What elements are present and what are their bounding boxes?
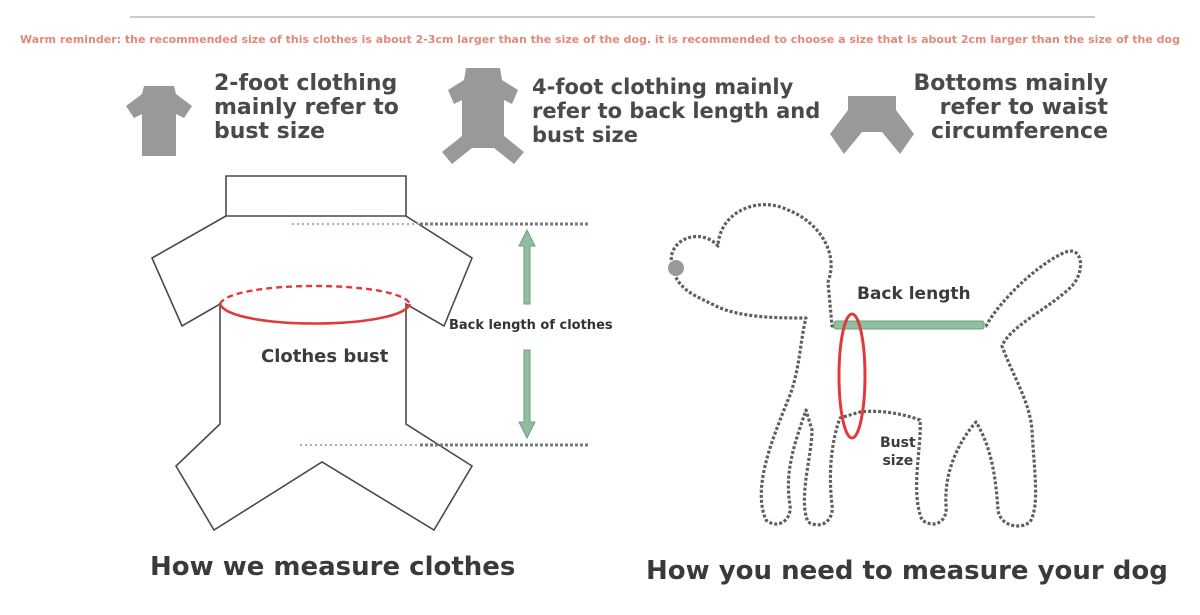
garment-outline [150, 175, 474, 532]
back-length-arrows [518, 228, 536, 440]
four-foot-clothing-label: 4-foot clothing mainly refer to back len… [532, 75, 821, 147]
dog-outline [669, 203, 1083, 528]
warm-reminder: Warm reminder: the recommended size of t… [20, 33, 1180, 46]
back-length-guides [292, 223, 420, 446]
two-foot-clothing-label: 2-foot clothing mainly refer to bust siz… [214, 71, 399, 144]
back-length-beads [420, 222, 590, 447]
top-divider [130, 16, 1095, 18]
dog-bust-size-label: Bust size [880, 435, 916, 469]
dog-back-length-bar [833, 320, 985, 330]
dog-bust-loop [837, 312, 867, 440]
dog-nose [668, 260, 684, 276]
back-length-of-clothes-label: Back length of clothes [449, 318, 613, 333]
four-foot-clothing-icon [442, 68, 524, 164]
bottoms-label: Bottoms mainly refer to waist circumfere… [913, 71, 1108, 144]
dog-caption: How you need to measure your dog [646, 556, 1168, 586]
clothes-bust-label: Clothes bust [261, 346, 389, 367]
two-foot-clothing-icon [126, 86, 192, 156]
clothes-caption: How we measure clothes [150, 552, 516, 582]
bottoms-icon [830, 96, 914, 154]
clothes-bust-ellipse [218, 284, 412, 325]
dog-back-length-label: Back length [857, 284, 971, 304]
